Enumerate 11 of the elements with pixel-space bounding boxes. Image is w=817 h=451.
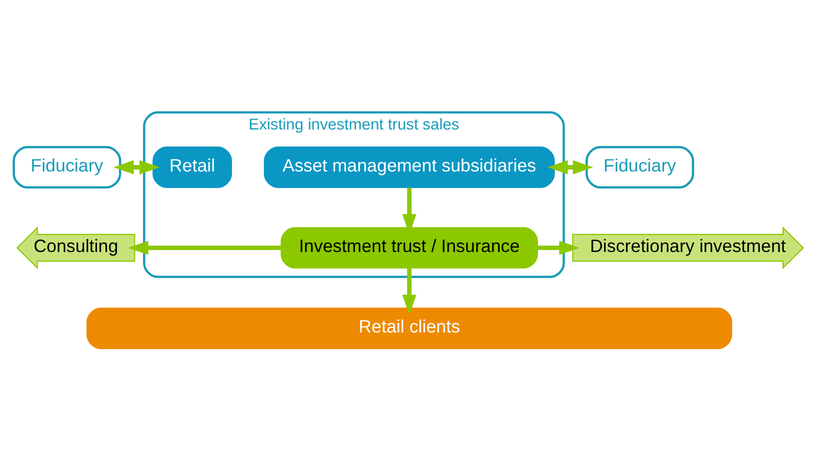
arrow [128,240,282,254]
arrow [402,268,416,314]
node-box: Retail clients [86,307,732,349]
node-box: Fiduciary [12,146,122,188]
node-box: Asset management subsidiaries [264,146,555,188]
arrow [114,160,160,174]
node-box: Investment trust / Insurance [280,226,538,268]
node-box: Retail [152,146,232,188]
node-box: Fiduciary [586,146,694,188]
arrow [538,240,580,254]
arrow [548,160,594,174]
